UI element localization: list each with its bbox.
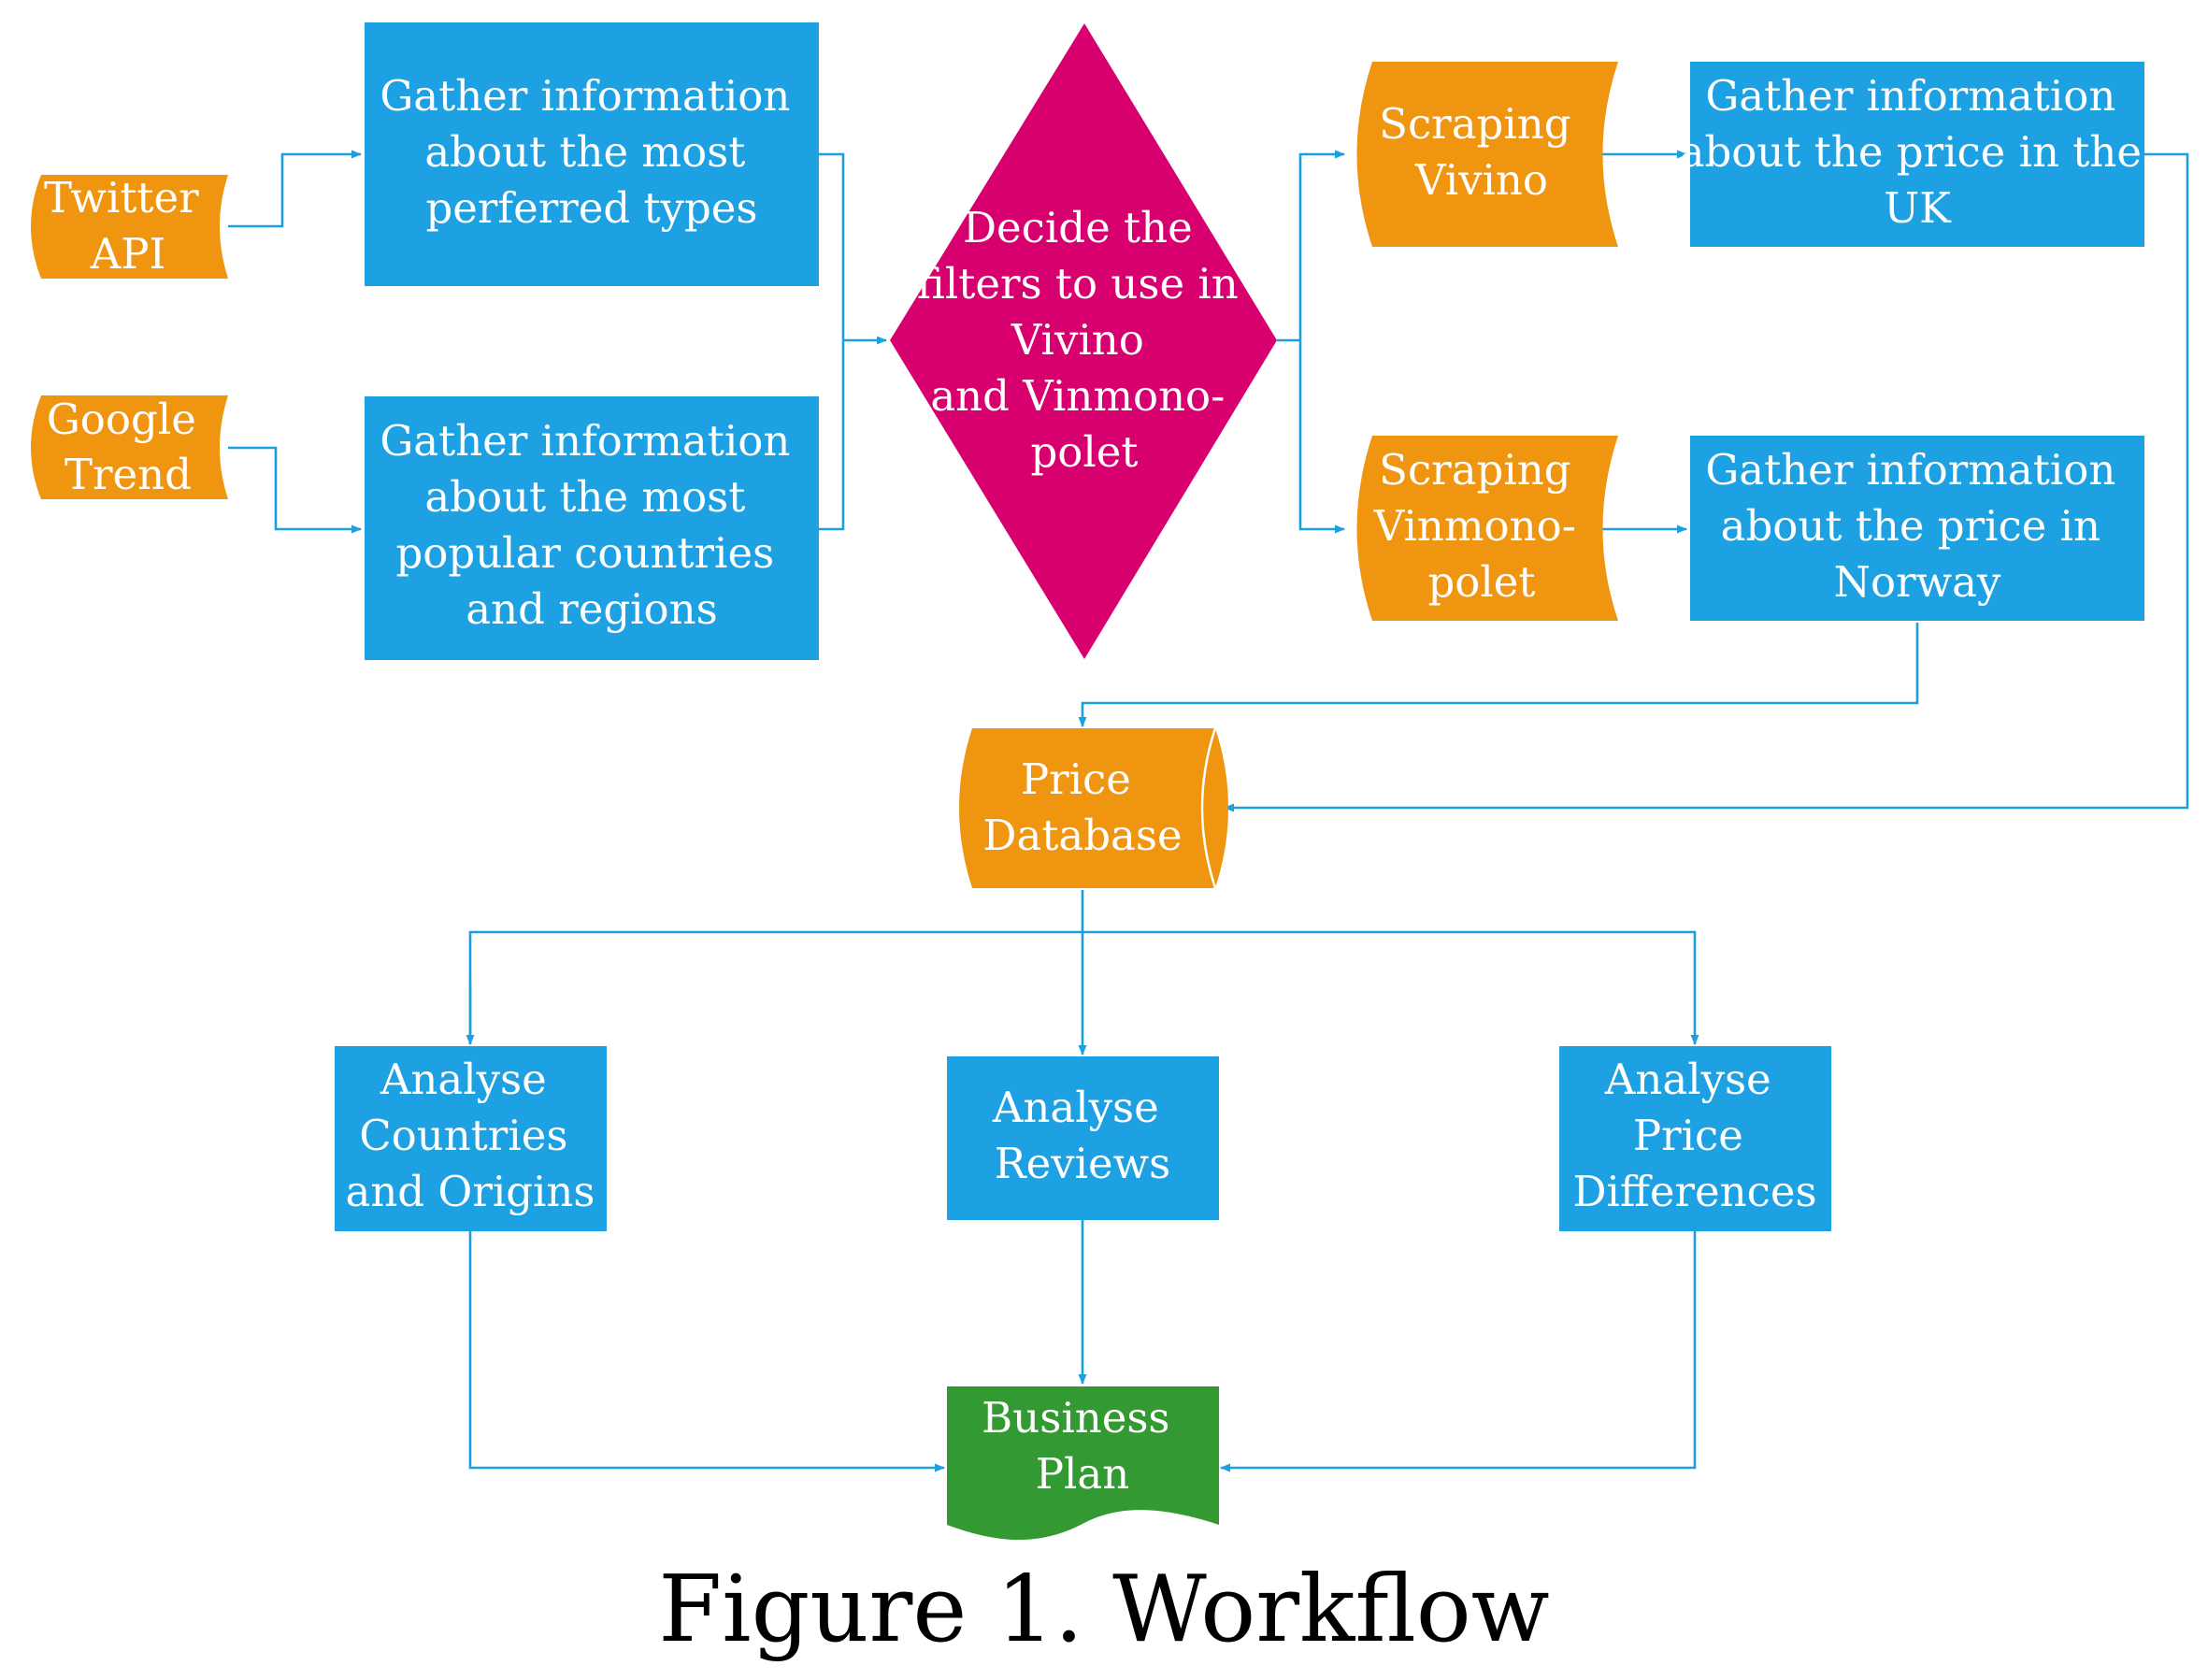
analyse-reviews-label: Analyse Reviews [992, 1083, 1172, 1188]
price-database-line-2: Database [982, 811, 1182, 860]
scraping-vinmonopolet-line-2: Vinmono- [1373, 501, 1576, 551]
twitter-api-shape [31, 175, 228, 279]
edges [228, 150, 2189, 1472]
edge-database-to-analyse-price [1082, 930, 1699, 1045]
gather-price-uk-label: Gather information about the price in th… [1680, 71, 2156, 233]
gather-price-norway-line-1: Gather information [1705, 445, 2115, 495]
analyse-reviews-line-1: Analyse [992, 1083, 1159, 1132]
edge-price-norway-to-database [1078, 623, 1919, 727]
gather-types-line-3: perferred types [425, 183, 757, 233]
gather-types-line-1: Gather information [380, 71, 790, 121]
analyse-price-line-1: Analyse [1604, 1055, 1771, 1104]
decide-filters-line-3: Vivino [1011, 315, 1144, 365]
edge-gather-types-to-decision [819, 152, 845, 340]
gather-countries-shape [365, 396, 819, 660]
decide-filters-node: Decide the filters to use in Vivino and … [890, 23, 1277, 659]
scraping-vinmonopolet-line-3: polet [1427, 557, 1535, 607]
analyse-reviews-node: Analyse Reviews [947, 1056, 1219, 1220]
edge-decision-to-scraping-vivino [1277, 150, 1345, 342]
analyse-price-label: Analyse Price Differences [1572, 1055, 1816, 1216]
scraping-vinmonopolet-line-1: Scraping [1379, 445, 1570, 495]
edge-twitter-to-gather-types [228, 150, 362, 228]
analyse-countries-line-3: and Origins [346, 1167, 595, 1216]
edge-gather-countries-to-decision [819, 340, 845, 531]
business-plan-node: Business Plan [947, 1386, 1219, 1541]
gather-countries-line-2: about the most [424, 472, 745, 522]
gather-countries-label: Gather information about the most popula… [380, 416, 803, 634]
twitter-api-node: Twitter API [31, 173, 228, 279]
gather-price-norway-label: Gather information about the price in No… [1705, 445, 2129, 607]
gather-price-uk-line-1: Gather information [1705, 71, 2115, 121]
gather-countries-line-4: and regions [466, 584, 717, 634]
gather-price-norway-shape [1690, 436, 2144, 621]
twitter-api-label: Twitter API [44, 173, 212, 279]
scraping-vinmonopolet-shape [1356, 436, 1618, 621]
gather-price-uk-line-3: UK [1884, 183, 1952, 233]
edge-database-split [468, 890, 1084, 1044]
gather-types-shape [365, 22, 819, 286]
gather-countries-line-1: Gather information [380, 416, 790, 466]
scraping-vivino-node: Scraping Vivino [1356, 62, 1618, 247]
gather-types-line-2: about the most [424, 127, 745, 177]
edge-google-to-gather-countries [228, 446, 362, 534]
gather-price-uk-shape [1690, 62, 2144, 247]
gather-price-uk-node: Gather information about the price in th… [1680, 62, 2156, 247]
gather-countries-line-3: popular countries [395, 528, 774, 578]
analyse-countries-node: Analyse Countries and Origins [335, 1046, 607, 1231]
analyse-price-shape [1559, 1046, 1831, 1231]
price-database-node: Price Database [959, 727, 1228, 889]
twitter-api-line-2: API [90, 229, 166, 279]
gather-types-label: Gather information about the most perfer… [380, 71, 803, 233]
business-plan-line-2: Plan [1036, 1449, 1129, 1499]
edge-analyse-price-to-business-plan [1220, 1231, 1697, 1472]
gather-price-norway-node: Gather information about the price in No… [1690, 436, 2144, 621]
business-plan-shape [947, 1386, 1219, 1541]
gather-price-norway-line-2: about the price in [1721, 501, 2100, 551]
business-plan-label: Business Plan [982, 1393, 1183, 1499]
decide-filters-line-5: polet [1030, 427, 1138, 477]
twitter-api-line-1: Twitter [44, 173, 199, 223]
decide-filters-line-4: and Vinmono- [930, 371, 1225, 421]
business-plan-line-1: Business [982, 1393, 1169, 1443]
analyse-reviews-shape [947, 1056, 1219, 1220]
google-trend-line-2: Trend [65, 450, 192, 499]
analyse-countries-line-1: Analyse [380, 1055, 547, 1104]
google-trend-line-1: Google [47, 395, 196, 444]
analyse-price-line-3: Differences [1572, 1167, 1816, 1216]
gather-countries-node: Gather information about the most popula… [365, 396, 819, 660]
decide-filters-shape [890, 23, 1277, 659]
price-database-label: Price Database [982, 754, 1182, 860]
edge-analyse-countries-to-business-plan [468, 1231, 945, 1472]
decide-filters-label: Decide the filters to use in Vivino and … [917, 203, 1252, 477]
google-trend-shape [31, 395, 228, 499]
figure-caption: Figure 1. Workflow [658, 1557, 1549, 1663]
google-trend-label: Google Trend [47, 395, 209, 499]
decide-filters-line-2: filters to use in [917, 259, 1239, 309]
google-trend-node: Google Trend [31, 395, 228, 499]
price-database-line-1: Price [1021, 754, 1131, 804]
scraping-vivino-line-1: Scraping [1379, 99, 1570, 149]
gather-types-node: Gather information about the most perfer… [365, 22, 819, 286]
price-database-shape [959, 728, 1228, 888]
nodes: Twitter API Google Trend Gather informat… [31, 22, 2156, 1541]
analyse-countries-line-2: Countries [359, 1111, 567, 1160]
scraping-vinmonopolet-label: Scraping Vinmono- polet [1373, 445, 1589, 607]
analyse-countries-label: Analyse Countries and Origins [346, 1055, 595, 1216]
scraping-vivino-shape [1356, 62, 1618, 247]
analyse-reviews-line-2: Reviews [995, 1139, 1171, 1188]
gather-price-uk-line-2: about the price in the [1680, 127, 2142, 177]
scraping-vinmonopolet-node: Scraping Vinmono- polet [1356, 436, 1618, 621]
edge-decision-to-scraping-vinmonopolet [1298, 340, 1345, 534]
analyse-price-line-2: Price [1633, 1111, 1743, 1160]
scraping-vivino-label: Scraping Vivino [1379, 99, 1584, 205]
edge-price-uk-to-database [1224, 152, 2189, 812]
decide-filters-line-1: Decide the [963, 203, 1193, 252]
scraping-vivino-line-2: Vivino [1414, 155, 1548, 205]
price-database-rim [1200, 727, 1217, 889]
analyse-price-node: Analyse Price Differences [1559, 1046, 1831, 1231]
analyse-countries-shape [335, 1046, 607, 1231]
gather-price-norway-line-3: Norway [1834, 557, 2001, 607]
